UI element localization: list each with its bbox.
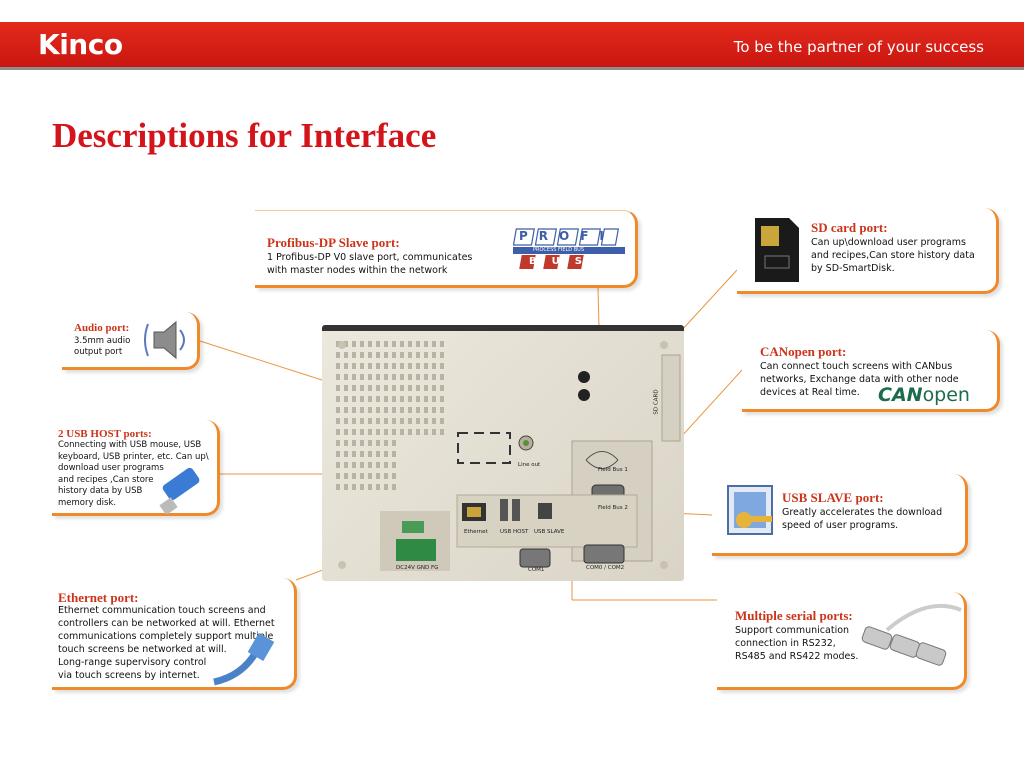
callout-canopen: CANopen port: Can connect touch screens … bbox=[742, 330, 1000, 412]
label-line-out: Line out bbox=[518, 462, 541, 468]
canopen-logo-open: open bbox=[922, 384, 970, 406]
label-com1: COM1 bbox=[528, 567, 545, 573]
canopen-logo: CANopen bbox=[878, 384, 970, 406]
audio-title: Audio port: bbox=[74, 322, 130, 334]
usb-slave-desc: Greatly accelerates the download speed o… bbox=[782, 507, 943, 531]
callout-usb-host: 2 USB HOST ports: Connecting with USB mo… bbox=[52, 420, 220, 516]
ethernet-cable-icon bbox=[213, 632, 275, 686]
usb-stick-icon bbox=[159, 467, 200, 514]
sd-desc: Can up\download user programs and recipe… bbox=[811, 237, 975, 274]
monitor-key-icon bbox=[727, 485, 773, 535]
ethernet-desc: Ethernet communication touch screens and… bbox=[58, 605, 275, 681]
callout-ethernet: Ethernet port: Ethernet communication to… bbox=[52, 578, 297, 690]
callout-profibus: Profibus-DP Slave port: 1 Profibus-DP V0… bbox=[255, 210, 638, 288]
serial-title: Multiple serial ports: bbox=[735, 608, 853, 623]
label-field-bus-2: Field Bus 2 bbox=[598, 505, 628, 511]
sd-card-icon bbox=[755, 218, 799, 282]
profibus-desc: 1 Profibus-DP V0 slave port, communicate… bbox=[267, 252, 473, 276]
header-slogan: To be the partner of your success bbox=[733, 38, 984, 56]
callout-sd-card: SD card port: Can up\download user progr… bbox=[737, 208, 999, 294]
usb-host-title: 2 USB HOST ports: bbox=[58, 428, 152, 440]
page-title: Descriptions for Interface bbox=[52, 116, 437, 155]
usb-host-desc: Connecting with USB mouse, USB keyboard,… bbox=[58, 440, 209, 508]
sd-title: SD card port: bbox=[811, 220, 888, 235]
label-field-bus-1: Field Bus 1 bbox=[598, 467, 628, 473]
device-details bbox=[336, 341, 681, 571]
speaker-icon bbox=[144, 320, 185, 360]
kinco-logo: Kinco bbox=[38, 28, 123, 61]
canopen-logo-can: CAN bbox=[878, 384, 923, 406]
callout-usb-slave: USB SLAVE port: Greatly accelerates the … bbox=[712, 474, 968, 556]
label-usb-slave: USB SLAVE bbox=[534, 529, 565, 535]
profibus-logo-top: PROFI bbox=[519, 229, 615, 243]
serial-cables-icon bbox=[861, 603, 962, 666]
profibus-logo: PROFI PROCESS FIELD BUS BUS bbox=[512, 225, 625, 275]
ethernet-title: Ethernet port: bbox=[58, 590, 139, 605]
label-power: DC24V GND FG bbox=[396, 565, 439, 571]
audio-desc: 3.5mm audio output port bbox=[74, 336, 131, 357]
callout-audio: Audio port: 3.5mm audio output port bbox=[62, 312, 200, 370]
label-ethernet: Ethernet bbox=[464, 529, 488, 535]
profibus-logo-sub: PROCESS FIELD BUS bbox=[533, 247, 585, 253]
serial-desc: Support communication connection in RS23… bbox=[735, 625, 859, 662]
callout-serial-ports: Multiple serial ports: Support communica… bbox=[717, 592, 967, 690]
canopen-desc: Can connect touch screens with CANbus ne… bbox=[760, 361, 959, 398]
hmi-device-rear: Line out Field Bus 1 Field Bus 2 Etherne… bbox=[322, 325, 684, 581]
label-com0-com2: COM0 / COM2 bbox=[586, 565, 625, 571]
hidden-port-outline bbox=[457, 432, 511, 464]
label-usb-host: USB HOST bbox=[500, 529, 529, 535]
header-bar: Kinco To be the partner of your success bbox=[0, 22, 1024, 70]
label-sd-card: SD CARD bbox=[653, 389, 660, 415]
canopen-title: CANopen port: bbox=[760, 344, 847, 359]
usb-slave-title: USB SLAVE port: bbox=[782, 490, 884, 505]
profibus-logo-bottom: BUS bbox=[529, 256, 597, 267]
profibus-title: Profibus-DP Slave port: bbox=[267, 235, 400, 250]
